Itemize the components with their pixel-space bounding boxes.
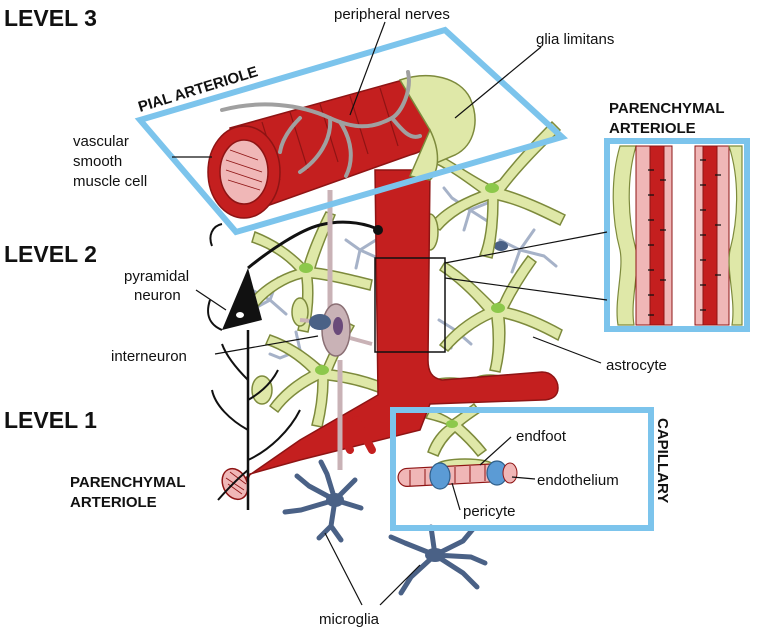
level-2-label: LEVEL 2 xyxy=(4,241,97,267)
pial-arteriole xyxy=(207,74,476,219)
interneuron-label: interneuron xyxy=(111,348,187,365)
astrocyte-label: astrocyte xyxy=(606,357,667,374)
pyramidal-label-line1: pyramidal xyxy=(124,268,189,285)
microglia-nucleus-left xyxy=(309,314,331,330)
capillary-lumen-end xyxy=(502,462,518,484)
microglia-nucleus xyxy=(494,241,508,251)
level-1-label: LEVEL 1 xyxy=(4,407,97,433)
pyramidal-neuron xyxy=(207,220,383,510)
pericyte-body xyxy=(429,462,451,490)
astrocyte-center xyxy=(438,254,563,373)
interneuron xyxy=(299,190,373,470)
endfoot-label: endfoot xyxy=(516,428,567,445)
penetrating-arteriole xyxy=(226,169,559,500)
pyramidal-label-line2: neuron xyxy=(134,287,181,304)
vsmc-label-line1: vascular xyxy=(73,133,129,150)
astrocyte-nuclei xyxy=(299,183,505,428)
pericyte-label: pericyte xyxy=(463,503,516,520)
parenchymal-arteriole-label-line1: PARENCHYMAL xyxy=(70,474,186,491)
endothelium-label: endothelium xyxy=(537,472,619,489)
zoom-connector-lines xyxy=(444,231,608,301)
pial-arteriole-highlight-box xyxy=(134,26,568,236)
level-3-label: LEVEL 3 xyxy=(4,5,97,31)
peripheral-nerves-label: peripheral nerves xyxy=(334,6,450,23)
capillary-vessel xyxy=(397,460,518,490)
parenchymal-arteriole-label-line2: ARTERIOLE xyxy=(70,494,157,511)
parenchymal-arteriole-inset xyxy=(604,138,750,332)
microglia-nuclei-dark xyxy=(326,493,445,562)
parenchymal-inset-label-line2: ARTERIOLE xyxy=(609,120,696,137)
glia-limitans-label: glia limitans xyxy=(536,31,614,48)
microglia-dark-cluster xyxy=(282,459,488,596)
peripheral-nerves xyxy=(220,70,422,178)
parenchymal-inset-label-line1: PARENCHYMAL xyxy=(609,100,725,117)
zoom-region-box xyxy=(374,257,446,353)
vsmc-label-line3: muscle cell xyxy=(73,173,147,190)
microglia-label: microglia xyxy=(319,611,380,628)
vessel-lumen xyxy=(219,139,269,205)
capillary-label: CAPILLARY xyxy=(654,418,671,503)
leader-lines xyxy=(172,21,602,606)
vsmc-label-line2: smooth xyxy=(73,153,122,170)
glia-limitans-sheath xyxy=(398,74,476,172)
astrocyte-mid-left xyxy=(248,211,373,333)
capillary-highlight-box xyxy=(390,407,654,531)
